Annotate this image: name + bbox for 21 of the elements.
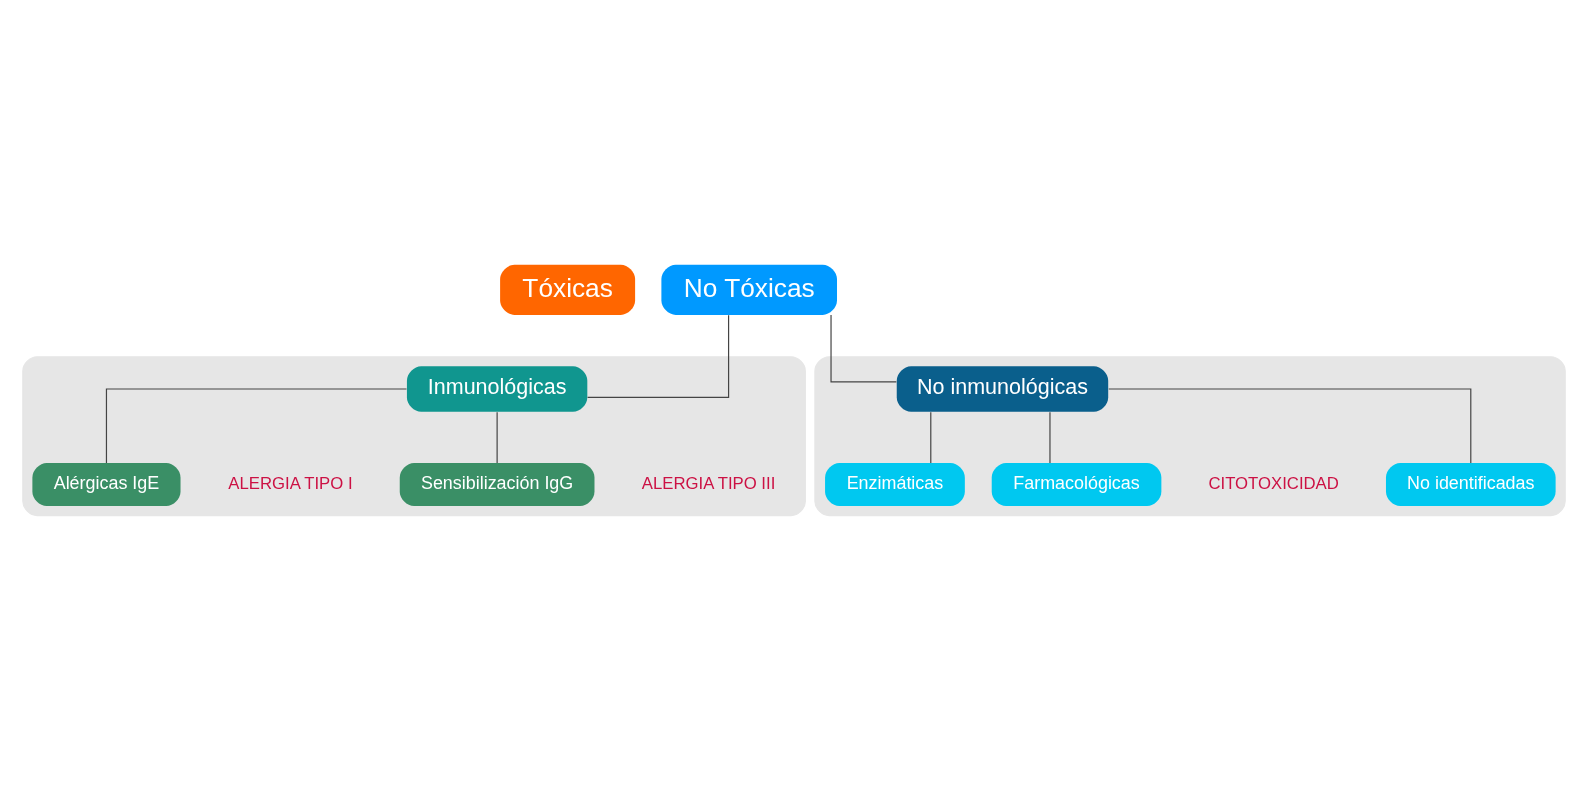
- label: CITOTOXICIDAD: [1208, 473, 1339, 493]
- node-box: No identificadas: [1385, 462, 1556, 506]
- node-label: ALERGIA TIPO III: [641, 473, 776, 493]
- node-box: Sensibilización IgG: [399, 462, 595, 506]
- connector: [1049, 411, 1051, 464]
- connector: [930, 411, 932, 464]
- node-box: Inmunológicas: [406, 365, 588, 412]
- cluster: [814, 355, 1566, 516]
- node-box: Alérgicas IgE: [32, 462, 181, 506]
- node-box: Tóxicas: [500, 264, 636, 315]
- connector: [496, 411, 498, 464]
- connector: [830, 313, 897, 382]
- node-box: Enzimáticas: [825, 462, 965, 506]
- node-box: Farmacológicas: [991, 462, 1162, 506]
- node-label: ALERGIA TIPO I: [228, 473, 353, 493]
- connector: [587, 314, 730, 398]
- node-box: No inmunológicas: [896, 365, 1109, 412]
- node-box: No Tóxicas: [661, 264, 837, 315]
- connector: [105, 387, 408, 463]
- cluster: [22, 355, 806, 516]
- connector: [1108, 387, 1472, 463]
